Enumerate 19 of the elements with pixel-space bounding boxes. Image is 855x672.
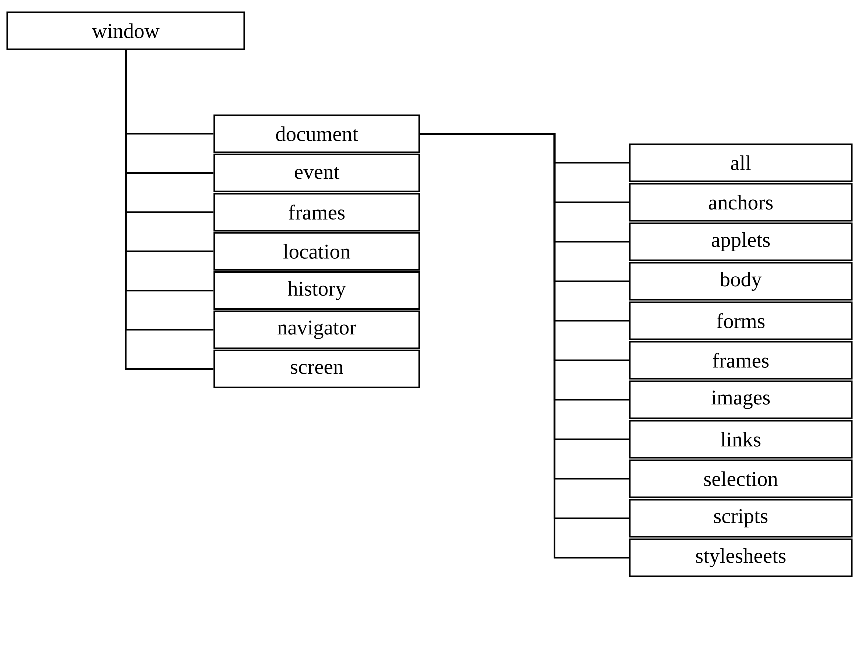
tree-node-box: frames [629, 341, 853, 380]
tree-node-box: stylesheets [629, 538, 853, 578]
tree-node-box: history [214, 272, 420, 310]
tree-node-box: window [6, 12, 246, 50]
tree-node-box: links [629, 420, 853, 459]
tree-node-box: selection [629, 460, 853, 498]
tree-node-box: applets [629, 222, 853, 262]
tree-node-box: all [629, 144, 853, 182]
tree-node-box: screen [214, 350, 420, 388]
tree-node-box: document [214, 114, 420, 154]
tree-node-box: scripts [629, 499, 853, 538]
tree-node-box: location [214, 232, 420, 271]
tree-node-box: frames [214, 193, 420, 232]
tree-node-box: images [629, 380, 853, 420]
tree-node-box: anchors [629, 183, 853, 222]
tree-node-box: navigator [214, 310, 420, 350]
tree-node-box: body [629, 262, 853, 301]
tree-node-box: forms [629, 302, 853, 340]
tree-node-box: event [214, 154, 420, 192]
